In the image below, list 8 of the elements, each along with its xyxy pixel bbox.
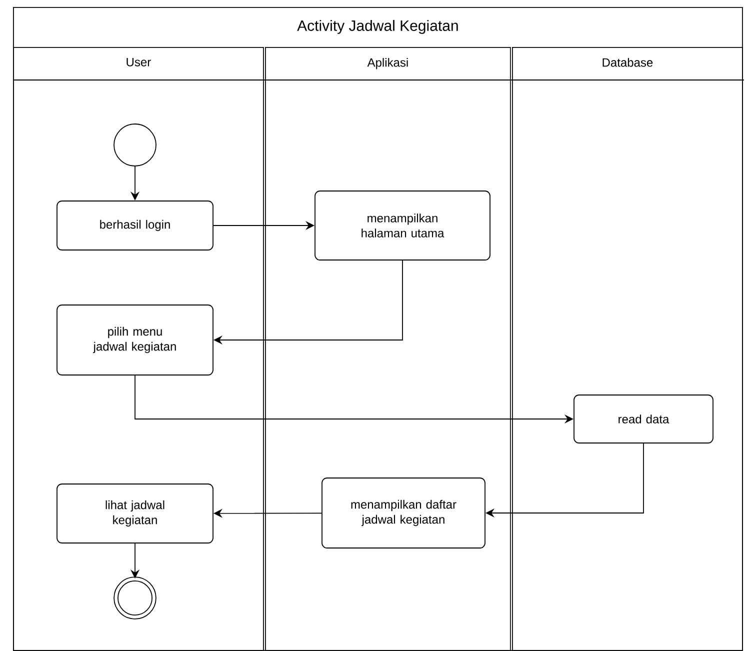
action-box: menampilkan halaman utama (314, 190, 490, 260)
end-circle (114, 576, 156, 620)
action-box: lihat jadwal kegiatan (56, 484, 214, 544)
action-box: berhasil login (56, 200, 214, 250)
action-box: menampilkan daftar jadwal kegiatan (322, 478, 486, 548)
start-circle (114, 124, 156, 166)
action-box: read data (574, 394, 714, 444)
action-box: pilih menu jadwal kegiatan (56, 304, 214, 376)
